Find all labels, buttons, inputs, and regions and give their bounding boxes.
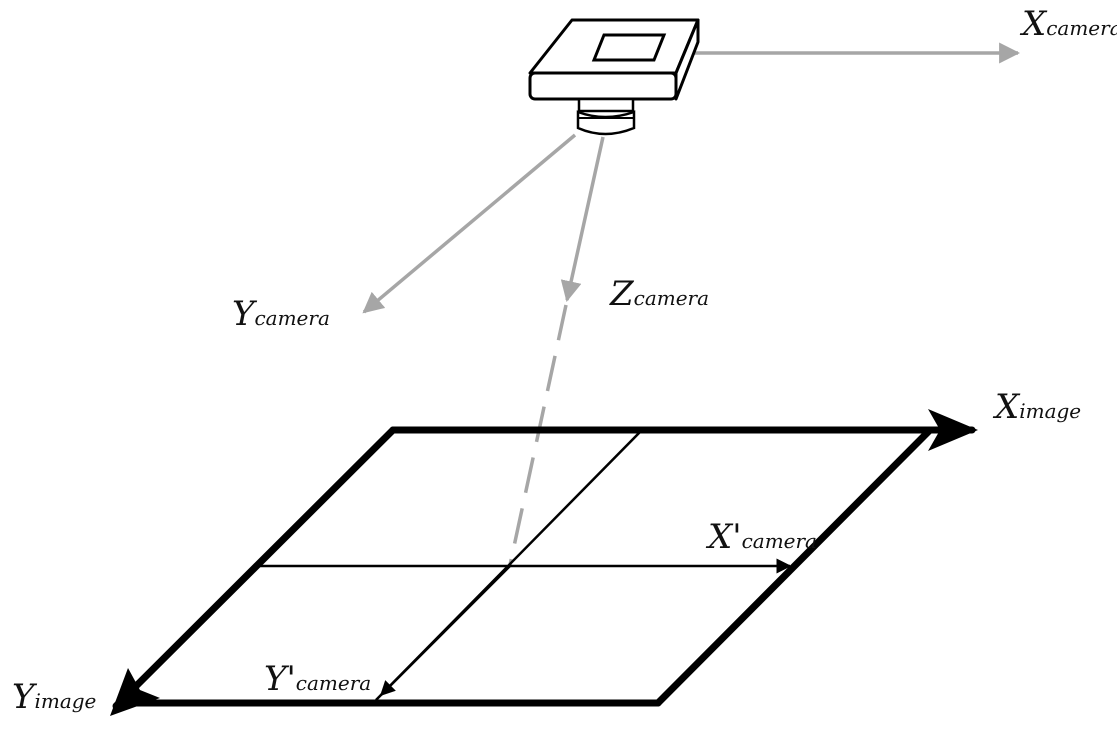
- image-plane: [110, 409, 978, 716]
- camera-body-front: [528, 71, 678, 101]
- y-camera-axis: [362, 133, 577, 314]
- camera-body-right: [674, 18, 700, 101]
- y-image-label: Yimage: [12, 677, 96, 717]
- z-camera-label: Zcamera: [609, 274, 709, 314]
- y-image-arrowhead: [110, 668, 160, 716]
- x-image-label: Ximage: [992, 387, 1081, 427]
- x-image-arrowhead: [928, 409, 978, 451]
- camera-window: [591, 33, 667, 62]
- x-camera-label: Xcamera: [1019, 4, 1117, 44]
- y-prime-camera-label: Y'camera: [264, 659, 371, 699]
- camera-icon: [528, 18, 700, 136]
- z-camera-axis-projection: [508, 304, 568, 566]
- image-frame-right-edge: [654, 426, 934, 707]
- y-camera-label: Ycamera: [232, 294, 330, 334]
- y-prime-camera-axis: [379, 565, 511, 697]
- z-camera-axis: [560, 136, 605, 303]
- x-prime-camera-label: X'camera: [705, 517, 817, 557]
- camera-lens-neck: [577, 97, 635, 113]
- camera-lens: [576, 110, 636, 136]
- y-image-axis: [112, 426, 397, 710]
